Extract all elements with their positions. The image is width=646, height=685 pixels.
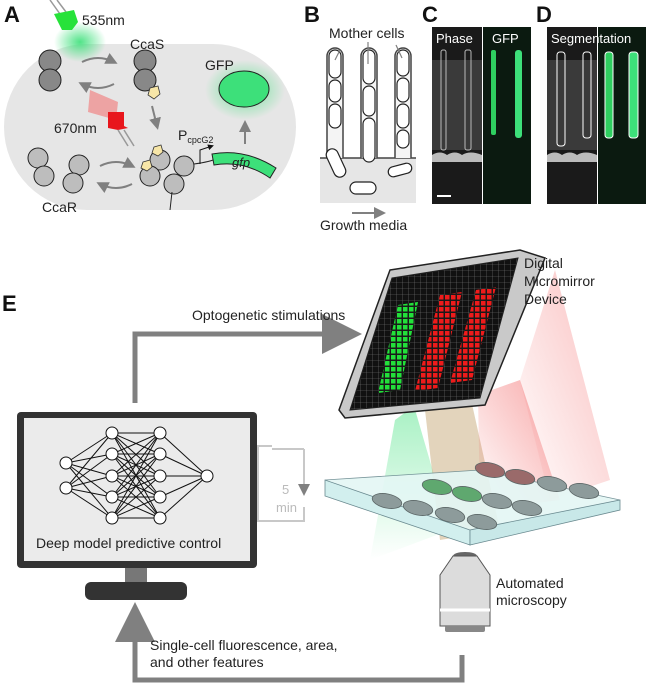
panel-d: D Segmentation <box>536 2 646 204</box>
feedback-arrow-icon[interactable] <box>115 602 465 683</box>
nn-node <box>105 469 119 483</box>
microscopy-label-line2: microscopy <box>496 592 567 608</box>
dmd-label-line1: Digital <box>524 255 563 271</box>
nn-edge <box>159 432 208 477</box>
nn-edge <box>111 475 161 519</box>
nn-edge <box>65 453 113 489</box>
loop-5-label: 5 <box>282 482 289 497</box>
nn-edge <box>65 487 113 498</box>
growth-media-label: Growth media <box>320 217 407 233</box>
nn-edge <box>111 496 161 519</box>
green-light-label: 535nm <box>82 12 125 28</box>
loop-min-label: min <box>276 500 297 515</box>
nn-edge <box>65 462 113 519</box>
gfp-channel-label: GFP <box>492 31 519 46</box>
ccas-label: CcaS <box>130 36 164 52</box>
nn-edge <box>111 432 161 455</box>
promoter-arrow-icon <box>199 144 214 164</box>
neural-network-icon <box>59 426 214 525</box>
nn-edge <box>65 475 113 489</box>
panel-label-d: D <box>536 2 552 27</box>
panel-c: C Phase GFP <box>422 2 531 204</box>
arrow-icon <box>149 105 161 130</box>
nn-node <box>153 511 167 525</box>
panel-label-b: B <box>304 2 320 27</box>
nn-node <box>59 456 73 470</box>
red-light-label: 670nm <box>54 120 97 136</box>
nn-edge <box>159 475 208 498</box>
dmd-red-pattern-2 <box>450 287 496 383</box>
monitor <box>17 412 257 600</box>
green-led-icon <box>49 0 106 62</box>
nn-node <box>200 469 214 483</box>
red-led-icon <box>88 90 135 147</box>
dmd-device[interactable] <box>338 249 547 419</box>
ccar-complex <box>139 149 195 195</box>
ccar-label: CcaR <box>42 199 77 215</box>
segmentation-label: Segmentation <box>551 31 631 46</box>
panel-label-c: C <box>422 2 438 27</box>
nn-edge <box>65 462 113 498</box>
cells <box>371 462 600 530</box>
nn-node <box>105 447 119 461</box>
cells <box>325 49 413 195</box>
nn-edge <box>65 432 113 464</box>
dmd-label-line2: Micromirror <box>524 273 595 289</box>
nn-edge <box>65 462 113 477</box>
optogenetic-arrow-icon[interactable] <box>132 314 362 403</box>
arrow-icon <box>96 182 133 193</box>
nn-edge <box>159 453 208 477</box>
phase-label: Phase <box>436 31 473 46</box>
gfp-protein-label: GFP <box>205 57 234 73</box>
nn-node <box>153 469 167 483</box>
dmd-red-pattern-1 <box>415 292 462 391</box>
panel-label-a: A <box>4 2 20 27</box>
nn-edge <box>111 432 161 498</box>
dmd-green-pattern <box>378 302 418 393</box>
gfp-image <box>483 27 531 204</box>
nn-node <box>59 481 73 495</box>
loop-bracket <box>257 445 272 522</box>
chromophore-icon <box>147 85 161 100</box>
dmd-label-line3: Device <box>524 291 567 307</box>
panel-label-e: E <box>2 291 17 316</box>
optogenetic-label: Optogenetic stimulations <box>192 307 345 323</box>
nn-edge <box>111 453 161 519</box>
promoter-label: PcpcG2 <box>178 127 213 145</box>
gene-label: gfp <box>232 155 250 170</box>
gfp-protein <box>218 70 270 108</box>
microfluidic-chip <box>324 462 621 546</box>
panel-b: B Mother cells Growth media <box>304 2 416 233</box>
nn-node <box>153 490 167 504</box>
nn-edge <box>111 432 161 519</box>
arrow-icon <box>78 82 115 93</box>
gfp-gene <box>211 152 277 179</box>
nn-edge <box>65 487 113 519</box>
nn-edge <box>65 432 113 489</box>
microscope-objective-icon[interactable] <box>439 552 491 632</box>
panel-a: A 535nm 670nm CcaS <box>4 0 296 215</box>
nn-node <box>105 511 119 525</box>
ccas-inactive-dimer <box>38 49 62 92</box>
mother-cells-label: Mother cells <box>329 25 404 41</box>
nn-node <box>153 426 167 440</box>
nn-edge <box>111 432 161 477</box>
feedback-label-line1: Single-cell fluorescence, area, <box>150 637 338 653</box>
nn-node <box>153 447 167 461</box>
arrow-icon <box>99 157 136 168</box>
panel-e: E Optogenetic stimulations Digital Micro… <box>2 249 621 683</box>
feedback-label-line2: and other features <box>150 654 264 670</box>
microscopy-label-line1: Automated <box>496 575 564 591</box>
ccar-monomers <box>27 147 90 194</box>
nn-node <box>105 490 119 504</box>
nn-node <box>105 426 119 440</box>
nn-edge <box>65 453 113 464</box>
ccas-active-dimer <box>133 49 157 92</box>
controller-label: Deep model predictive control <box>36 535 221 551</box>
arrow-icon <box>81 53 118 64</box>
nn-edge <box>159 475 208 519</box>
